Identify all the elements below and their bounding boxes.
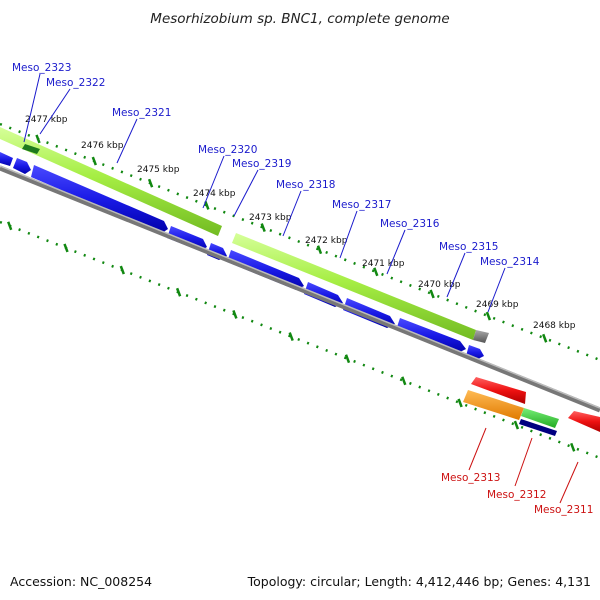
- cds-arrow[interactable]: [471, 377, 526, 404]
- kbp-label: 2476 kbp: [81, 141, 124, 151]
- gene-label[interactable]: Meso_2320: [198, 144, 257, 156]
- major-tick: [401, 376, 407, 386]
- gene-label[interactable]: Meso_2322: [46, 77, 105, 89]
- gene-label[interactable]: Meso_2311: [534, 504, 593, 516]
- gene-label[interactable]: Meso_2315: [439, 241, 498, 253]
- accession-text: Accession: NC_008254: [10, 574, 152, 589]
- kbp-labels: 2477 kbp 2476 kbp 2475 kbp 2474 kbp 2473…: [25, 115, 576, 331]
- major-tick: [288, 332, 294, 341]
- major-tick: [429, 289, 435, 299]
- gene-label[interactable]: Meso_2321: [112, 107, 171, 119]
- gene-label[interactable]: Meso_2323: [12, 62, 71, 74]
- ncrna-feature[interactable]: [521, 408, 559, 428]
- reverse-gene-labels: Meso_2313 Meso_2312 Meso_2311: [441, 472, 593, 516]
- major-tick: [542, 333, 548, 343]
- forward-gene-labels: Meso_2323 Meso_2322 Meso_2321 Meso_2320 …: [12, 62, 540, 268]
- cds-arrow[interactable]: [0, 152, 13, 166]
- gene-label[interactable]: Meso_2317: [332, 199, 391, 211]
- major-tick: [232, 309, 238, 319]
- kbp-label: 2473 kbp: [249, 213, 292, 223]
- major-tick: [373, 267, 379, 277]
- cds-arrow[interactable]: [568, 411, 600, 432]
- major-tick: [316, 245, 323, 255]
- reverse-cds-track: [463, 377, 600, 436]
- major-tick: [457, 398, 463, 408]
- summary-text: Topology: circular; Length: 4,412,446 bp…: [247, 574, 591, 589]
- gene-label[interactable]: Meso_2316: [380, 218, 440, 230]
- dark-green-feature[interactable]: [22, 144, 40, 154]
- rrna-feature[interactable]: [463, 390, 524, 420]
- major-tick: [63, 243, 69, 253]
- kbp-label: 2472 kbp: [305, 236, 348, 246]
- gene-label[interactable]: Meso_2319: [232, 158, 291, 170]
- major-tick: [260, 223, 266, 232]
- kbp-label: 2468 kbp: [533, 321, 576, 331]
- gene-label[interactable]: Meso_2318: [276, 179, 335, 191]
- gene-label[interactable]: Meso_2313: [441, 472, 500, 484]
- major-tick: [204, 200, 210, 210]
- major-tick: [7, 221, 13, 231]
- cds-arrow[interactable]: [227, 250, 304, 290]
- kbp-label: 2469 kbp: [476, 300, 519, 310]
- forward-gene-band: [0, 127, 489, 343]
- major-tick: [35, 134, 41, 144]
- major-tick: [119, 265, 125, 275]
- major-tick: [485, 311, 492, 321]
- major-tick: [513, 420, 520, 430]
- kbp-label: 2474 kbp: [193, 189, 236, 199]
- gene-feature[interactable]: [232, 233, 476, 340]
- kbp-label: 2477 kbp: [25, 115, 68, 125]
- major-tick: [570, 442, 576, 452]
- major-tick: [344, 354, 351, 364]
- kbp-label: 2475 kbp: [137, 165, 180, 175]
- gene-label[interactable]: Meso_2312: [487, 489, 546, 501]
- kbp-label: 2470 kbp: [418, 280, 461, 290]
- leader-lines: [23, 73, 579, 504]
- major-ticks: [7, 134, 576, 452]
- major-tick: [147, 178, 154, 188]
- cds-arrow[interactable]: [396, 318, 466, 353]
- navy-feature[interactable]: [519, 419, 557, 436]
- forward-cds-track: [0, 152, 484, 360]
- genome-backbone: [0, 165, 600, 413]
- kbp-label: 2471 kbp: [362, 259, 405, 269]
- gene-feature[interactable]: [0, 127, 222, 236]
- map-title: Mesorhizobium sp. BNC1, complete genome: [150, 11, 449, 27]
- cds-arrow[interactable]: [31, 165, 168, 233]
- gene-label[interactable]: Meso_2314: [480, 256, 540, 268]
- outer-tick-track: [0, 122, 600, 362]
- cds-arrow[interactable]: [13, 158, 31, 174]
- major-tick: [175, 287, 182, 297]
- gray-feature[interactable]: [473, 330, 489, 343]
- major-tick: [91, 156, 97, 166]
